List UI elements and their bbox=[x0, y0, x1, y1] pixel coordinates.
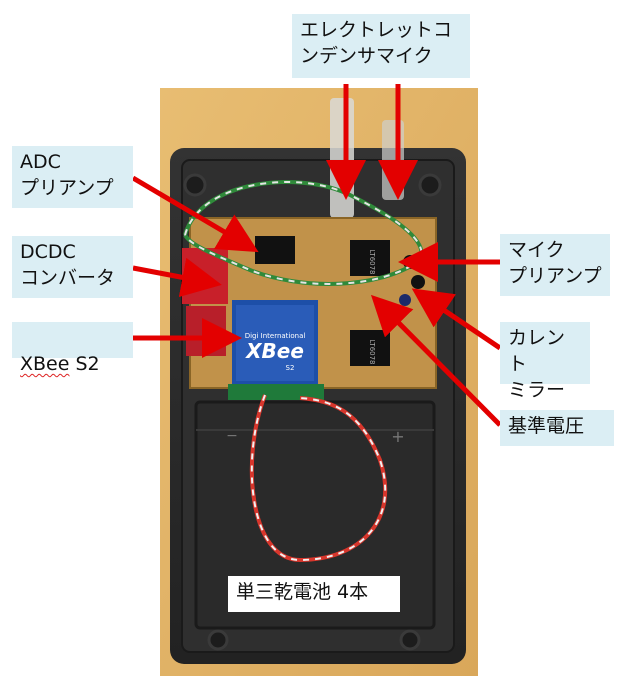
mic-capsule bbox=[330, 98, 354, 218]
xbee-model-text: S2 bbox=[286, 364, 295, 372]
screw-post bbox=[399, 629, 421, 651]
svg-text:−: − bbox=[226, 428, 238, 444]
arrow-vref bbox=[370, 294, 502, 427]
label-dcdc-converter: DCDC コンバータ bbox=[12, 236, 133, 298]
label-aa-batteries: 単三乾電池 4本 bbox=[228, 576, 400, 612]
label-adc-preamp: ADC プリアンプ bbox=[12, 146, 133, 208]
label-current-mirror: カレント ミラー bbox=[500, 322, 590, 401]
label-xbee-version: S2 bbox=[69, 353, 100, 375]
battery-holder bbox=[194, 400, 436, 630]
preamp-chip-1 bbox=[350, 240, 390, 276]
label-mic-preamp: マイク プリアンプ bbox=[500, 234, 610, 296]
label-reference-voltage: 基準電圧 bbox=[500, 410, 614, 446]
screw-post bbox=[418, 173, 442, 197]
adc-chip bbox=[255, 236, 295, 264]
mic-capsule bbox=[382, 120, 404, 200]
arrow-adc bbox=[131, 175, 259, 253]
svg-text:LT6078: LT6078 bbox=[368, 249, 376, 274]
xbee-adapter-red bbox=[186, 306, 226, 356]
screw-post bbox=[207, 629, 229, 651]
svg-text:LT6078: LT6078 bbox=[368, 339, 376, 364]
screw-post bbox=[183, 173, 207, 197]
arrow-dcdc bbox=[132, 257, 222, 298]
svg-text:+: + bbox=[391, 427, 404, 446]
arrow-current-mirror bbox=[411, 288, 502, 351]
label-xbee-s2: XBee S2 bbox=[12, 322, 133, 375]
xbee-brand-text: Digi International bbox=[245, 332, 306, 340]
label-electret-mic: エレクトレットコ ンデンサマイク bbox=[292, 14, 470, 78]
xbee-name-text: XBee bbox=[244, 339, 304, 363]
label-xbee-name: XBee bbox=[20, 353, 70, 375]
